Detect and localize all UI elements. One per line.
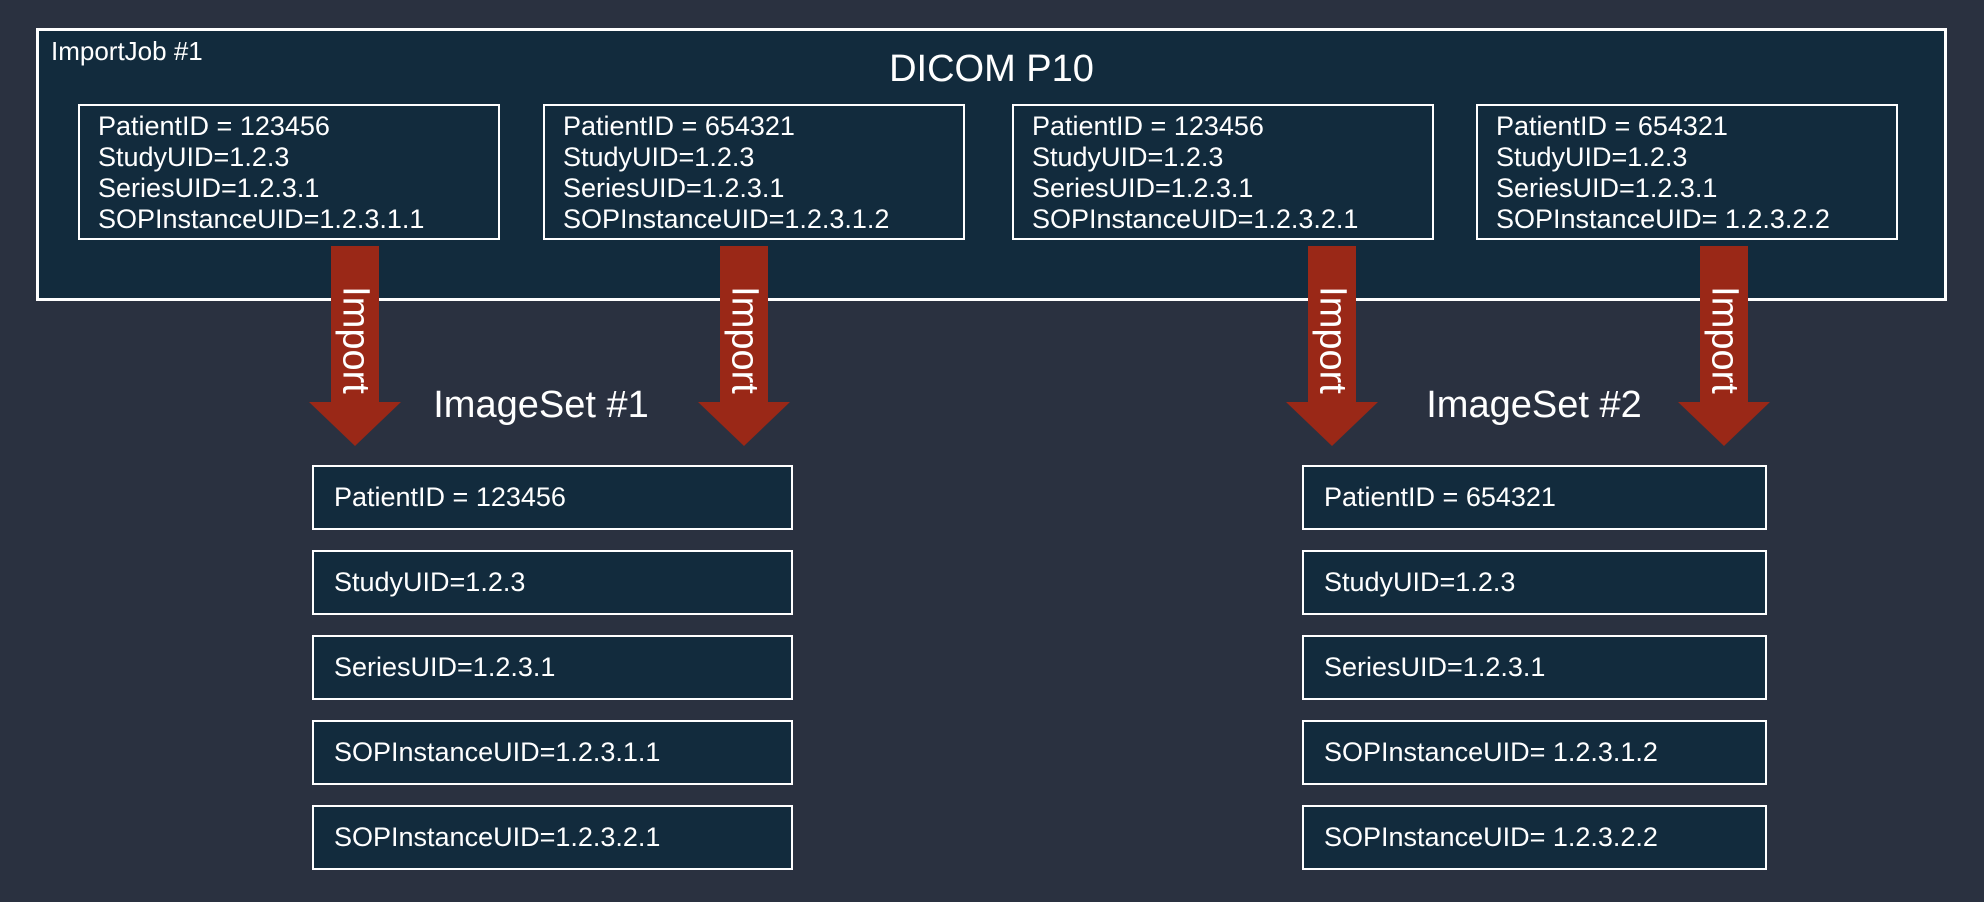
import-arrow-label: Import: [334, 286, 377, 394]
imageset-1-box: SOPInstanceUID=1.2.3.1.1: [312, 720, 793, 785]
dicom-file-line: PatientID = 123456: [98, 111, 330, 141]
dicom-file-line: SOPInstanceUID=1.2.3.1.1: [98, 204, 425, 234]
dicom-file-line: SOPInstanceUID=1.2.3.1.2: [563, 204, 890, 234]
arrow-shaft: [720, 246, 768, 402]
arrow-shaft: [1700, 246, 1748, 402]
dicom-file-line: StudyUID=1.2.3: [1496, 142, 1688, 172]
import-arrow-label: Import: [1311, 286, 1354, 394]
arrow-down-icon: [1286, 402, 1378, 446]
dicom-file-line: StudyUID=1.2.3: [1032, 142, 1224, 172]
dicom-file-box-4: PatientID = 654321 StudyUID=1.2.3 Series…: [1476, 104, 1898, 240]
imageset-1-title: ImageSet #1: [433, 384, 649, 426]
dicom-file-line: SOPInstanceUID= 1.2.3.2.2: [1496, 204, 1830, 234]
imageset-2-box: StudyUID=1.2.3: [1302, 550, 1767, 615]
dicom-file-line: PatientID = 654321: [563, 111, 795, 141]
arrow-down-icon: [309, 402, 401, 446]
importjob-label: ImportJob #1: [51, 36, 203, 66]
dicom-file-line: SeriesUID=1.2.3.1: [1032, 173, 1254, 203]
imageset-2-box: PatientID = 654321: [1302, 465, 1767, 530]
imageset-2-box: SOPInstanceUID= 1.2.3.2.2: [1302, 805, 1767, 870]
import-arrow-label: Import: [1703, 286, 1746, 394]
dicom-file-line: SeriesUID=1.2.3.1: [98, 173, 320, 203]
dicom-file-line: PatientID = 123456: [1032, 111, 1264, 141]
imageset-2-box: SeriesUID=1.2.3.1: [1302, 635, 1767, 700]
imageset-1-box: SOPInstanceUID=1.2.3.2.1: [312, 805, 793, 870]
arrow-down-icon: [1678, 402, 1770, 446]
dicom-p10-title: DICOM P10: [889, 48, 1094, 90]
imageset-1-box: StudyUID=1.2.3: [312, 550, 793, 615]
import-arrow-label: Import: [723, 286, 766, 394]
dicom-file-box-2: PatientID = 654321 StudyUID=1.2.3 Series…: [543, 104, 965, 240]
imageset-2-box: SOPInstanceUID= 1.2.3.1.2: [1302, 720, 1767, 785]
imageset-1-box: SeriesUID=1.2.3.1: [312, 635, 793, 700]
dicom-file-box-1: PatientID = 123456 StudyUID=1.2.3 Series…: [78, 104, 500, 240]
arrow-shaft: [331, 246, 379, 402]
dicom-file-line: StudyUID=1.2.3: [98, 142, 290, 172]
dicom-file-line: SeriesUID=1.2.3.1: [563, 173, 785, 203]
imageset-2-title: ImageSet #2: [1426, 384, 1642, 426]
dicom-file-line: SOPInstanceUID=1.2.3.2.1: [1032, 204, 1359, 234]
dicom-file-line: StudyUID=1.2.3: [563, 142, 755, 172]
dicom-file-line: SeriesUID=1.2.3.1: [1496, 173, 1718, 203]
dicom-file-line: PatientID = 654321: [1496, 111, 1728, 141]
arrow-down-icon: [698, 402, 790, 446]
imageset-1-box: PatientID = 123456: [312, 465, 793, 530]
dicom-file-box-3: PatientID = 123456 StudyUID=1.2.3 Series…: [1012, 104, 1434, 240]
arrow-shaft: [1308, 246, 1356, 402]
